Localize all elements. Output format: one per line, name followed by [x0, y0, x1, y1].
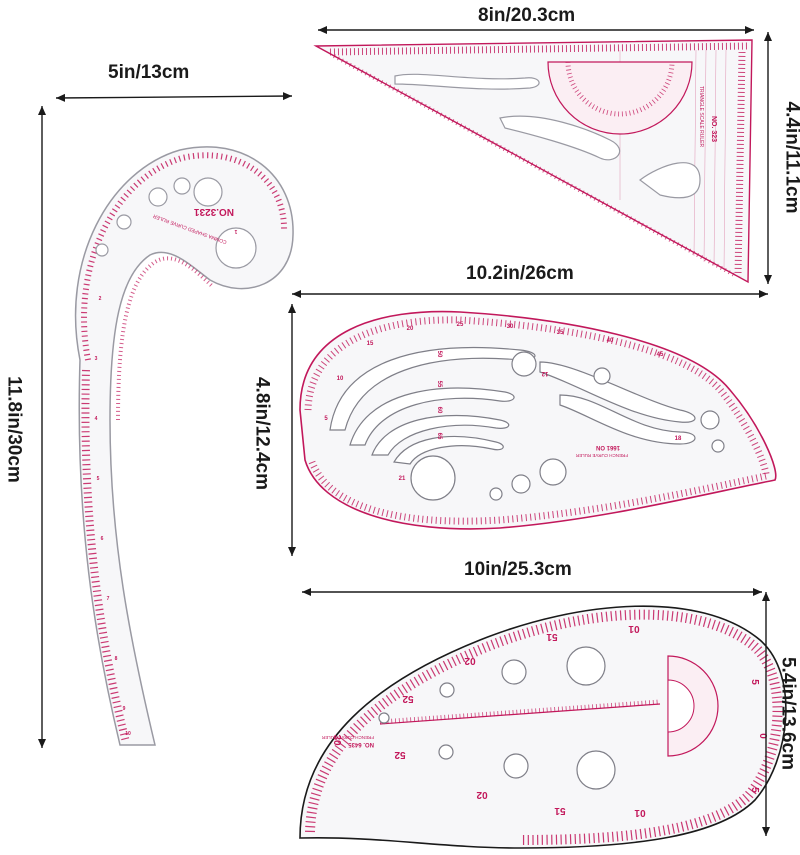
drop-hole-1	[567, 647, 605, 685]
comma-hole-5	[512, 352, 536, 376]
drop-scale-number: 01	[634, 807, 646, 818]
curve-model-label: NO.3231	[194, 206, 234, 217]
curve-hole-4	[149, 188, 167, 206]
drop-model-label: NO. 6435	[348, 741, 374, 747]
drop-scale-number: 52	[402, 693, 414, 704]
comma-scale-number: 18	[675, 436, 682, 442]
curve-hole-6	[96, 244, 108, 256]
drop-hole-7	[577, 751, 615, 789]
comma-scale-number: 20	[407, 326, 414, 332]
drop-scale-number: 02	[464, 655, 476, 666]
comma-scale-number: 25	[457, 322, 464, 328]
curve-hole-5	[117, 215, 131, 229]
drop-scale-number: 52	[394, 749, 406, 760]
drop-ruler: NO. 6435 FRENCH CURVE RULER 01 51 02 52 30 52…	[300, 606, 786, 848]
drop-hole-3	[440, 683, 454, 697]
drop-scale-number: 02	[476, 789, 488, 800]
curve-scale-number: 2	[99, 296, 102, 302]
comma-scale-number: 50	[436, 351, 442, 358]
triangle-height-label: 4.4in/11.1cm	[783, 88, 800, 228]
comma-hole-2	[540, 459, 566, 485]
drop-scale-number: 5	[749, 679, 760, 685]
curve-scale-number: 5	[97, 476, 100, 482]
comma-scale-number: 45	[657, 352, 664, 358]
drop-hole-6	[504, 754, 528, 778]
comma-hole-3	[512, 475, 530, 493]
comma-scale-number: 10	[337, 376, 344, 382]
drop-hole-4	[379, 713, 389, 723]
curve-width-label: 5in/13cm	[108, 63, 189, 82]
comma-scale-number: 40	[607, 338, 614, 344]
curve-scale-number: 9	[123, 706, 126, 712]
triangle-width-label: 8in/20.3cm	[478, 6, 575, 25]
comma-width-label: 10.2in/26cm	[466, 264, 574, 283]
comma-scale-number: 55	[436, 381, 442, 388]
drop-hole-2	[502, 660, 526, 684]
comma-hole-1	[411, 456, 455, 500]
curve-hole-3	[174, 178, 190, 194]
curve-scale-number: 10	[125, 731, 131, 737]
drop-width-label: 10in/25.3cm	[464, 560, 572, 579]
curve-height-label: 11.8in/30cm	[5, 370, 24, 490]
comma-scale-number: 21	[399, 476, 406, 482]
triangle-model-label: NO. 323	[710, 116, 717, 142]
curve-scale-number: 1	[234, 228, 237, 234]
curve-scale-number: 4	[95, 416, 98, 422]
curve-scale-number: 6	[101, 536, 104, 542]
comma-height-label: 4.8in/12.4cm	[253, 364, 272, 504]
comma-hole-8	[712, 440, 724, 452]
comma-hole-6	[594, 368, 610, 384]
drop-scale-number: 01	[628, 623, 640, 634]
curve-scale-number: 8	[115, 656, 118, 662]
curve-scale-number: 7	[107, 596, 110, 602]
drop-height-label: 5.4in/13.6cm	[779, 644, 798, 784]
comma-scale-number: 30	[507, 324, 514, 330]
drop-hole-5	[439, 745, 453, 759]
comma-caption: FRENCH CURVE RULER	[575, 453, 628, 458]
comma-scale-number: 65	[436, 433, 442, 440]
comma-scale-number: 60	[436, 407, 442, 414]
curve-hole-2	[194, 178, 222, 206]
drop-scale-number: 30	[331, 734, 342, 746]
comma-hole-4	[490, 488, 502, 500]
curve-ruler-inner-scale	[118, 258, 212, 420]
drop-scale-number: 51	[554, 805, 566, 816]
arrow-curve-width	[56, 96, 292, 98]
triangle-ruler: NO. 323 TRIANGLE SCALE RULER	[316, 40, 752, 282]
comma-model-label: 1661 ON	[596, 444, 620, 450]
comma-scale-number: 12	[541, 370, 548, 376]
comma-scale-number: 35	[557, 330, 564, 336]
comma-scale-number: 15	[367, 341, 374, 347]
curve-scale-number: 3	[95, 356, 98, 362]
drop-scale-number: 5	[749, 787, 760, 793]
triangle-caption: TRIANGLE SCALE RULER	[698, 86, 704, 148]
drop-scale-number: 51	[546, 631, 558, 642]
drop-caption: FRENCH CURVE RULER	[321, 735, 374, 740]
comma-hole-7	[701, 411, 719, 429]
